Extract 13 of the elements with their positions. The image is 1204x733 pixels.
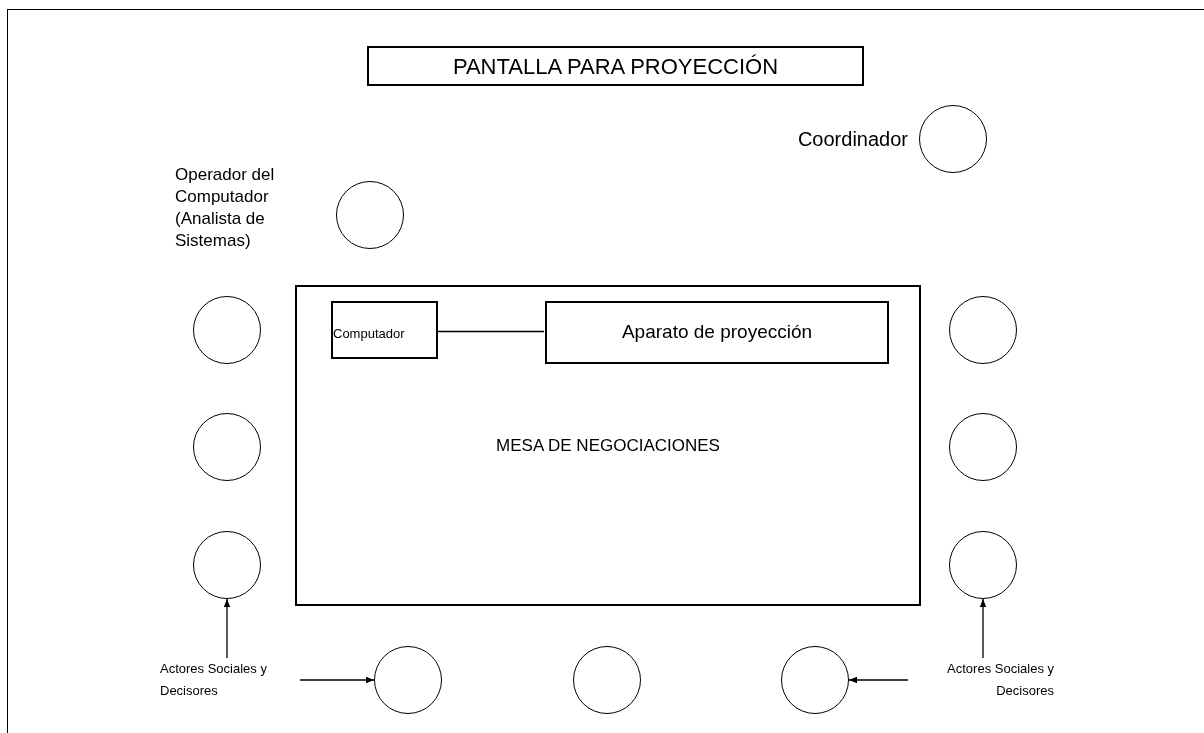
projection-screen-box: PANTALLA PARA PROYECCIÓN [367, 46, 864, 86]
actors-label: Actores Sociales y Decisores [908, 658, 1054, 706]
arrow [848, 676, 909, 684]
arrow [223, 598, 231, 659]
arrow [979, 598, 987, 659]
computer-box: Computador [331, 301, 438, 359]
negotiation-table-box: MESA DE NEGOCIACIONES Computador Aparato de proyección [295, 285, 921, 606]
arrow [299, 676, 375, 684]
seat-caption: Operador del Computador (Analista de Sistemas) [175, 164, 276, 252]
connector-line [436, 330, 545, 333]
seat-caption: Coordinador [796, 127, 908, 152]
actors-label: Actores Sociales y Decisores [160, 658, 300, 706]
projector-box: Aparato de proyección [545, 301, 889, 364]
